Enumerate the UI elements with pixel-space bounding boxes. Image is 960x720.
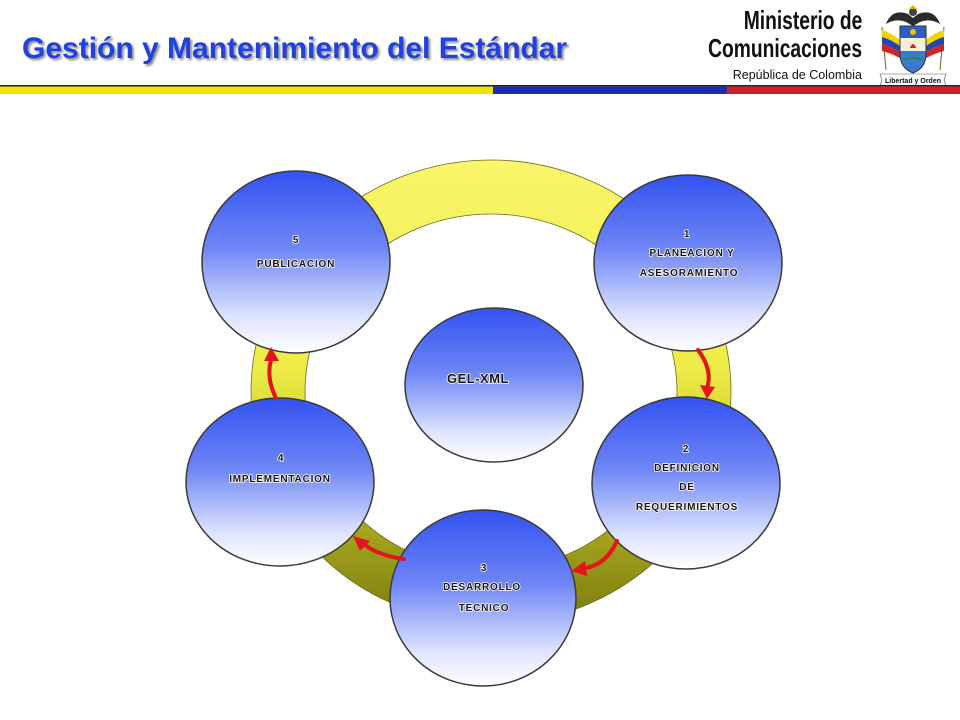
header-stripe bbox=[0, 85, 960, 94]
node-label-line: DE bbox=[679, 482, 695, 493]
ministry-country: República de Colombia bbox=[732, 68, 862, 82]
node-label-line: TECNICO bbox=[459, 603, 510, 614]
slide-title: Gestión y Mantenimiento del Estándar bbox=[22, 32, 568, 65]
node-circle bbox=[185, 397, 375, 567]
node-number: 3 bbox=[481, 563, 487, 574]
node-label-line: DEFINICION bbox=[654, 463, 720, 474]
arrow-2-to-3 bbox=[571, 539, 619, 576]
node-4-implementacion: 4 IMPLEMENTACION bbox=[185, 397, 375, 567]
node-3-desarrollo: 3 DESARROLLO TECNICO bbox=[389, 509, 577, 687]
stripe-blue bbox=[493, 86, 727, 94]
node-label-line: IMPLEMENTACION bbox=[229, 474, 331, 485]
coat-of-arms-icon: Libertad y Orden bbox=[879, 5, 947, 87]
arrow-4-to-5 bbox=[264, 347, 279, 400]
ministry-name-line2: Comunicaciones bbox=[708, 33, 862, 63]
ministry-name-line1: Ministerio de bbox=[743, 5, 862, 35]
stripe-yellow bbox=[0, 86, 493, 94]
stripe-red bbox=[727, 86, 960, 94]
motto-text: Libertad y Orden bbox=[885, 78, 941, 85]
node-2-definicion: 2 DEFINICION DE REQUERIMIENTOS bbox=[591, 396, 781, 570]
node-circle bbox=[201, 170, 391, 354]
node-label-line: ASESORAMIENTO bbox=[640, 268, 739, 279]
flags-right-icon bbox=[926, 30, 944, 58]
node-1-planeacion: 1 PLANEACION Y ASESORAMIENTO bbox=[593, 174, 783, 352]
node-number: 5 bbox=[293, 235, 299, 246]
node-circle bbox=[593, 174, 783, 352]
node-number: 4 bbox=[278, 453, 284, 464]
node-number: 1 bbox=[684, 229, 690, 240]
node-number: 2 bbox=[683, 444, 689, 455]
node-circle bbox=[591, 396, 781, 570]
cycle-ring bbox=[250, 159, 732, 625]
node-label-line: PLANEACION Y bbox=[650, 248, 735, 259]
shield-icon bbox=[899, 25, 927, 74]
node-label-line: PUBLICACION bbox=[257, 259, 335, 270]
center-circle bbox=[404, 307, 584, 463]
center-node-gel-xml: GEL-XML bbox=[404, 307, 584, 463]
arrow-1-to-2 bbox=[696, 348, 715, 399]
center-label: GEL-XML bbox=[447, 371, 509, 386]
condor-icon bbox=[886, 5, 940, 26]
node-5-publicacion: 5 PUBLICACION bbox=[201, 170, 391, 354]
stripe-top-line bbox=[0, 85, 960, 87]
arrow-3-to-4 bbox=[353, 536, 406, 561]
node-circle bbox=[389, 509, 577, 687]
flags-left-icon bbox=[882, 30, 900, 58]
node-label-line: REQUERIMIENTOS bbox=[636, 502, 738, 513]
node-label-line: DESARROLLO bbox=[443, 582, 521, 593]
